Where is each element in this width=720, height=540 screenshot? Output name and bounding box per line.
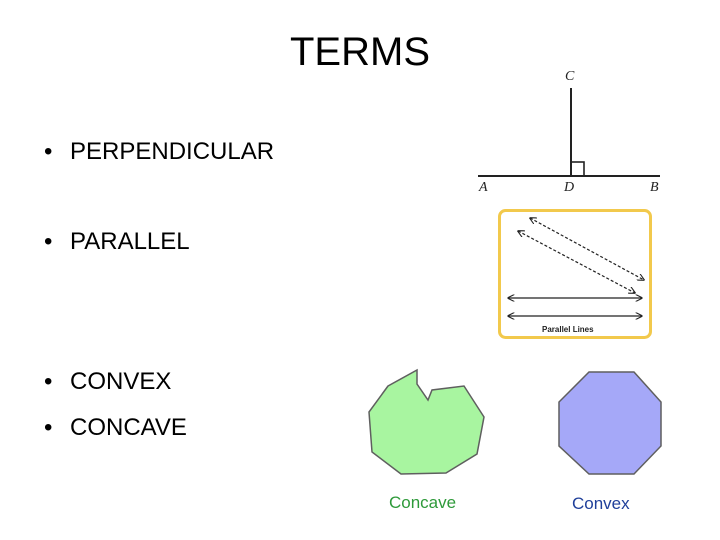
label-c: C <box>565 69 575 84</box>
bullet-dot: • <box>44 414 53 441</box>
parallel-frame <box>498 209 652 339</box>
label-a: A <box>478 180 488 195</box>
bullet-dot: • <box>44 368 53 395</box>
label-b: B <box>650 180 659 195</box>
concave-polygon: Concave <box>368 368 485 512</box>
diagonal-line-1 <box>530 218 644 280</box>
bullet-dot: • <box>44 228 53 255</box>
bullet-text: PARALLEL <box>70 228 190 255</box>
bullet-convex: • CONVEX <box>44 367 171 397</box>
bullet-perpendicular: • PERPENDICULAR <box>44 137 274 167</box>
bullet-concave: • CONCAVE <box>44 413 187 443</box>
slide-title: TERMS <box>290 30 430 74</box>
right-angle-marker <box>570 161 585 177</box>
bullet-parallel: • PARALLEL <box>44 227 190 257</box>
bullet-text: CONCAVE <box>70 414 187 441</box>
perpendicular-figure: C A D B <box>478 69 660 195</box>
convex-polygon: Convex <box>558 371 662 513</box>
convex-label: Convex <box>572 494 630 513</box>
parallel-figure: Parallel Lines <box>498 209 652 339</box>
diagonal-line-2 <box>518 231 635 293</box>
parallel-caption: Parallel Lines <box>542 325 594 334</box>
bullet-dot: • <box>44 138 53 165</box>
bullet-text: PERPENDICULAR <box>70 138 275 165</box>
bullet-text: CONVEX <box>70 368 172 395</box>
label-d: D <box>563 180 574 195</box>
concave-label: Concave <box>389 493 456 512</box>
